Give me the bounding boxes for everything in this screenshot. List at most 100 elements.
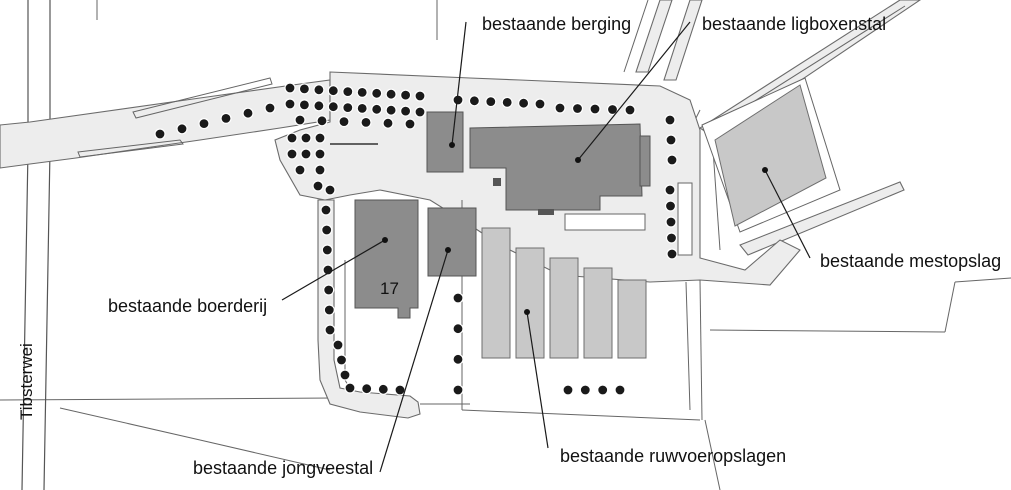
tree-icon xyxy=(361,383,373,395)
tree-icon xyxy=(571,102,584,115)
tree-icon xyxy=(344,382,356,394)
tree-icon xyxy=(294,114,306,126)
tree-icon xyxy=(665,134,677,146)
tree-icon xyxy=(371,87,383,99)
tree-icon xyxy=(198,117,210,130)
tree-icon xyxy=(154,128,166,140)
tree-icon xyxy=(335,354,348,366)
access-road xyxy=(0,77,331,169)
tree-icon xyxy=(614,384,626,396)
tree-icon xyxy=(176,123,188,135)
tree-icon xyxy=(321,224,333,236)
tree-icon xyxy=(534,98,546,110)
tree-rows xyxy=(154,82,678,396)
tree-icon xyxy=(377,383,389,395)
tree-icon xyxy=(312,180,324,192)
tree-icon xyxy=(332,339,344,351)
leader-lines xyxy=(281,21,811,473)
tree-icon xyxy=(324,324,336,336)
tree-icon xyxy=(404,118,416,130)
tree-icon xyxy=(606,103,619,116)
tree-icon xyxy=(468,95,480,107)
tree-icon xyxy=(501,96,513,109)
tree-icon xyxy=(284,82,296,94)
tree-icon xyxy=(220,112,232,125)
tree-icon xyxy=(664,114,676,126)
tree-icon xyxy=(664,200,677,212)
tree-icon xyxy=(371,103,383,115)
tree-icon xyxy=(452,353,464,365)
jongveestal-building xyxy=(427,207,477,277)
tree-icon xyxy=(324,184,336,196)
tree-icon xyxy=(452,384,464,396)
tree-icon xyxy=(313,100,325,112)
tree-icon xyxy=(356,86,368,99)
tree-icon xyxy=(554,102,566,114)
label-ligboxenstal: bestaande ligboxenstal xyxy=(702,14,886,34)
mestopslag-area xyxy=(701,77,841,233)
tree-icon xyxy=(624,104,636,116)
tree-icon xyxy=(414,106,426,118)
tree-icon xyxy=(339,369,351,381)
tree-icon xyxy=(314,164,326,176)
label-boerderij: bestaande boerderij xyxy=(108,296,267,316)
tree-icon xyxy=(666,248,678,260)
tree-icon xyxy=(323,304,335,316)
tree-icon xyxy=(400,89,412,101)
tree-icon xyxy=(485,95,497,108)
buildings xyxy=(330,111,693,359)
tree-icon xyxy=(452,292,464,304)
road-name-label: Tibsterwei xyxy=(17,343,36,420)
tree-icon xyxy=(665,232,678,244)
tree-icon xyxy=(452,323,464,335)
tree-icon xyxy=(589,103,601,115)
tree-icon xyxy=(342,85,354,98)
tree-icon xyxy=(664,184,676,196)
tree-icon xyxy=(286,148,298,160)
tree-icon xyxy=(323,284,335,296)
tree-icon xyxy=(300,132,312,144)
tree-icon xyxy=(597,384,609,396)
label-mestopslag: bestaande mestopslag xyxy=(820,251,1001,271)
tree-icon xyxy=(517,97,530,109)
tree-icon xyxy=(300,148,312,160)
upper-lane xyxy=(623,0,703,81)
tree-icon xyxy=(298,99,310,111)
tree-icon xyxy=(264,102,276,114)
ruwvoeropslagen-group xyxy=(481,227,647,359)
tree-icon xyxy=(338,115,350,128)
tree-icon xyxy=(400,105,412,117)
tree-icon xyxy=(360,116,372,129)
tree-icon xyxy=(356,102,368,115)
tree-icon xyxy=(284,98,296,110)
tree-icon xyxy=(314,132,326,144)
tree-icon xyxy=(298,83,310,95)
mestopslag-building xyxy=(714,84,827,227)
tree-icon xyxy=(579,384,591,396)
annex-building xyxy=(564,213,646,231)
tree-icon xyxy=(320,204,332,216)
tree-icon xyxy=(286,132,298,144)
label-ruwvoeropslagen: bestaande ruwvoeropslagen xyxy=(560,446,786,466)
tree-icon xyxy=(294,164,306,176)
tree-icon xyxy=(316,115,328,127)
tree-icon xyxy=(313,84,325,96)
tree-icon xyxy=(327,101,339,113)
boerderij-building xyxy=(354,199,419,319)
tree-icon xyxy=(242,107,254,119)
tree-icon xyxy=(666,154,678,166)
building-number: 17 xyxy=(380,279,399,298)
tree-icon xyxy=(321,244,333,256)
tree-icon xyxy=(382,117,394,129)
label-jongveestal: bestaande jongveestal xyxy=(193,458,373,478)
tree-icon xyxy=(665,216,677,228)
tree-icon xyxy=(327,85,339,97)
tree-icon xyxy=(314,148,326,160)
label-berging: bestaande berging xyxy=(482,14,631,34)
berging-building xyxy=(426,111,464,173)
tree-icon xyxy=(562,384,574,396)
tree-icon xyxy=(385,88,397,100)
tree-icon xyxy=(385,104,397,116)
tree-icon xyxy=(414,90,426,102)
